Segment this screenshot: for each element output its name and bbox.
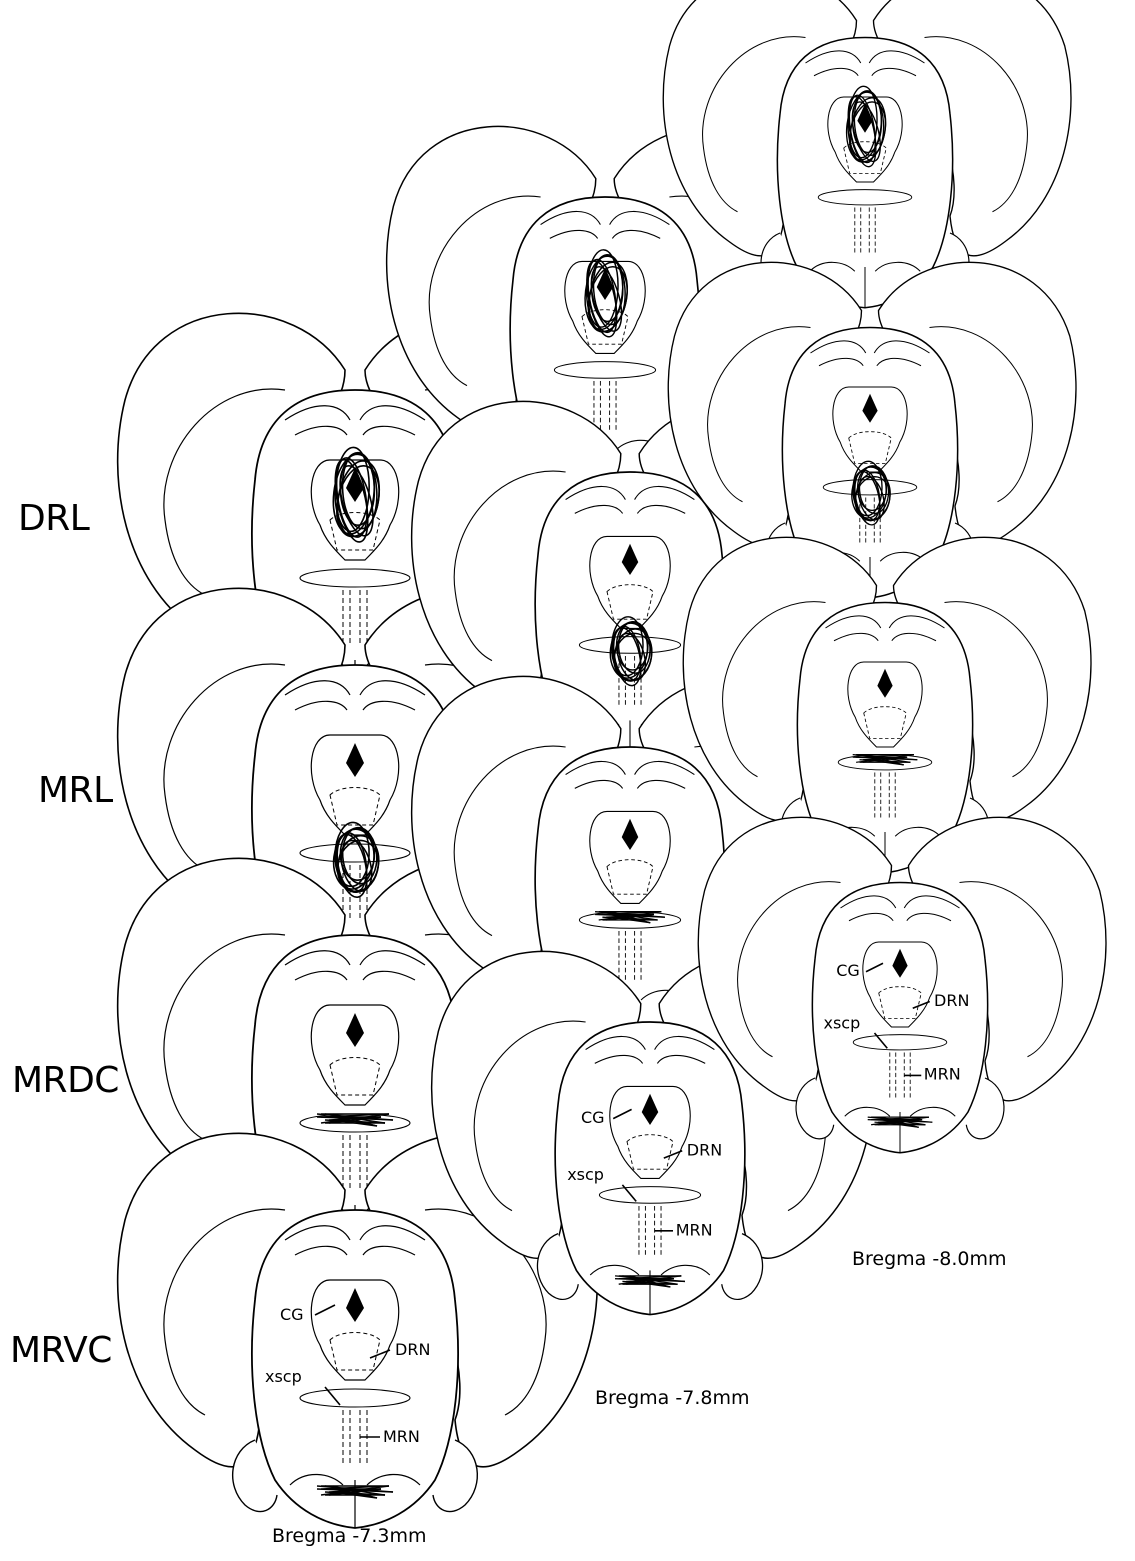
row-label-mrvc: MRVC <box>10 1330 112 1371</box>
lesion-dc-col2 <box>852 754 918 766</box>
lesion-track <box>320 1485 390 1490</box>
anno-mrn-col0: MRN <box>383 1427 420 1446</box>
lesion-outline <box>587 266 628 333</box>
lesion-outline <box>854 475 891 522</box>
lesion-dc-col1 <box>594 911 666 924</box>
lesion-track <box>324 1485 386 1496</box>
lesion-mrl-col1 <box>609 616 653 687</box>
lesion-outline <box>852 460 883 517</box>
lesion-vc-col2 <box>867 1116 933 1128</box>
lesion-drl-col0 <box>332 446 381 543</box>
bregma-label-8-0: Bregma -8.0mm <box>852 1248 1007 1270</box>
lesion-track <box>606 913 654 921</box>
leader-drn-col2 <box>912 1000 931 1010</box>
lesion-outline <box>336 839 380 893</box>
lesion-outline <box>585 249 619 328</box>
leader-drn-col0 <box>369 1349 391 1359</box>
leader-xscp-col0 <box>324 1386 341 1406</box>
lesion-track <box>856 754 914 758</box>
leader-cg-col2 <box>865 962 884 973</box>
lesion-track <box>320 1113 390 1118</box>
anno-mrn-col2: MRN <box>924 1065 961 1084</box>
lesion-track <box>874 1116 926 1126</box>
leader-cg-col1 <box>612 1108 632 1120</box>
lesion-outline <box>848 101 887 163</box>
lesion-drl-col2 <box>845 85 887 168</box>
lesion-outline <box>334 446 370 533</box>
leader-cg-col0 <box>314 1304 336 1316</box>
anno-mrn-col1: MRN <box>676 1220 713 1239</box>
lesion-track <box>328 1488 382 1496</box>
anno-drn-col0: DRN <box>395 1340 430 1359</box>
lesion-track <box>626 1278 674 1285</box>
section-layer <box>116 0 1107 1529</box>
lesion-track <box>877 1119 923 1126</box>
row-label-mrdc: MRDC <box>12 1060 119 1101</box>
lesion-track <box>602 911 658 921</box>
anno-cg-col0: CG <box>280 1305 304 1324</box>
lesion-layer <box>316 85 933 1499</box>
anno-xscp-col0: xscp <box>265 1367 302 1386</box>
lesion-drl-col1 <box>584 249 629 338</box>
row-label-mrl: MRL <box>38 770 113 811</box>
lesion-outline <box>334 821 370 888</box>
lesion-mrl-col0 <box>332 821 380 898</box>
leader-xscp-col2 <box>873 1032 888 1049</box>
lesion-track <box>324 1113 386 1124</box>
anno-xscp-col1: xscp <box>567 1165 604 1184</box>
anno-drn-col1: DRN <box>687 1140 722 1159</box>
lesion-track <box>328 1116 382 1124</box>
bregma-label-7-3: Bregma -7.3mm <box>272 1525 427 1547</box>
lesion-vc-col1 <box>614 1275 686 1288</box>
anno-cg-col2: CG <box>836 961 860 980</box>
lesion-track <box>618 1275 682 1280</box>
lesion-outline <box>610 616 644 677</box>
lesion-track <box>598 911 662 916</box>
anno-drn-col2: DRN <box>934 991 969 1010</box>
lesion-track <box>859 754 911 763</box>
bregma-label-7-8: Bregma -7.8mm <box>595 1387 750 1409</box>
lesion-vc-col0 <box>316 1485 394 1499</box>
lesion-outline <box>613 632 653 682</box>
leader-xscp-col1 <box>621 1184 637 1202</box>
lesion-dc-col0 <box>316 1113 394 1127</box>
lesion-outline <box>847 85 878 159</box>
leader-drn-col1 <box>663 1150 683 1159</box>
anno-xscp-col2: xscp <box>824 1014 861 1033</box>
lesion-track <box>871 1116 929 1121</box>
lesion-mrl-col2 <box>851 460 891 526</box>
row-label-drl: DRL <box>18 498 90 539</box>
anno-cg-col1: CG <box>581 1108 605 1127</box>
lesion-outline <box>336 465 380 538</box>
lesion-track <box>862 756 908 763</box>
lesion-track <box>622 1275 678 1285</box>
